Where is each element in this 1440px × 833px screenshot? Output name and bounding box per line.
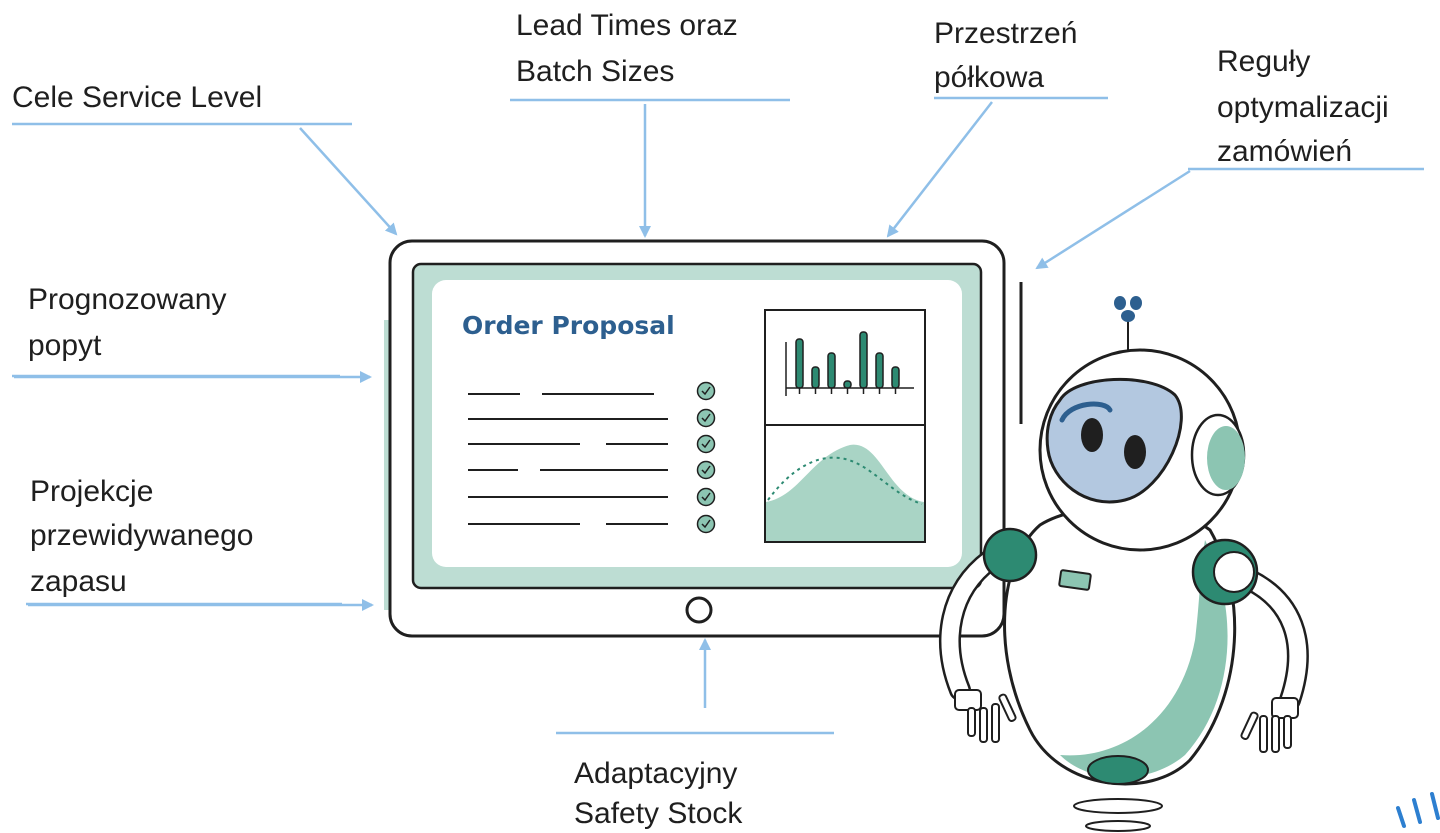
label-rules-line1: Reguły — [1217, 45, 1311, 78]
label-projection-line3: zapasu — [30, 565, 127, 598]
label-lead-times-line2: Batch Sizes — [516, 55, 675, 88]
check-circle-icon — [696, 381, 716, 401]
label-forecast-line2: popyt — [28, 329, 102, 362]
check-column — [696, 381, 716, 534]
robot-right-eye — [1124, 435, 1146, 469]
label-shelf-line2: półkowa — [934, 61, 1045, 94]
order-proposal-title: Order Proposal — [462, 311, 675, 340]
robot-left-eye — [1081, 418, 1103, 452]
bar — [843, 380, 852, 389]
robot-right-hand — [1240, 697, 1299, 753]
check-circle-icon — [696, 514, 716, 534]
home-button[interactable] — [685, 596, 713, 624]
check-circle-icon — [696, 434, 716, 454]
check-circle-icon — [696, 487, 716, 507]
hover-rings — [1073, 798, 1163, 832]
bar — [827, 352, 836, 389]
proposal-lines — [468, 393, 668, 525]
tablet-side-accent — [384, 320, 392, 610]
robot-face-visor — [1045, 378, 1183, 504]
label-shelf-line1: Przestrzeń — [934, 17, 1078, 50]
check-circle-icon — [696, 408, 716, 428]
label-safety-line1: Adaptacyjny — [574, 757, 738, 790]
arrow-rules — [1035, 169, 1191, 270]
robot-left-shoulder — [982, 527, 1038, 583]
bar — [891, 366, 900, 389]
tablet: Order Proposal — [384, 239, 1023, 638]
check-circle-icon — [696, 460, 716, 480]
bar — [875, 352, 884, 389]
robot-chest-badge — [1058, 569, 1092, 591]
label-projection-line1: Projekcje — [30, 475, 154, 508]
robot-base — [1087, 755, 1149, 785]
label-rules-line2: optymalizacji — [1217, 91, 1389, 124]
label-rules-line3: zamówień — [1217, 135, 1353, 168]
robot — [939, 296, 1309, 832]
corner-decoration — [1396, 792, 1440, 828]
bar — [811, 366, 820, 389]
label-safety-line2: Safety Stock — [574, 797, 743, 830]
robot-left-hand — [954, 689, 1017, 743]
arrow-service-level — [299, 127, 398, 236]
label-forecast-line1: Prognozowany — [28, 283, 227, 316]
robot-body-shade — [1060, 540, 1228, 778]
bar — [859, 331, 868, 389]
connector-arrows — [14, 101, 1191, 708]
label-service-level: Cele Service Level — [12, 81, 263, 114]
antenna-propeller-icon — [1114, 296, 1142, 372]
bar — [795, 338, 804, 389]
arrow-shelf — [886, 101, 993, 238]
bar-chart — [795, 331, 900, 394]
area-chart — [766, 444, 924, 541]
label-lead-times-line1: Lead Times oraz — [516, 9, 738, 42]
label-projection-line2: przewidywanego — [30, 519, 254, 552]
